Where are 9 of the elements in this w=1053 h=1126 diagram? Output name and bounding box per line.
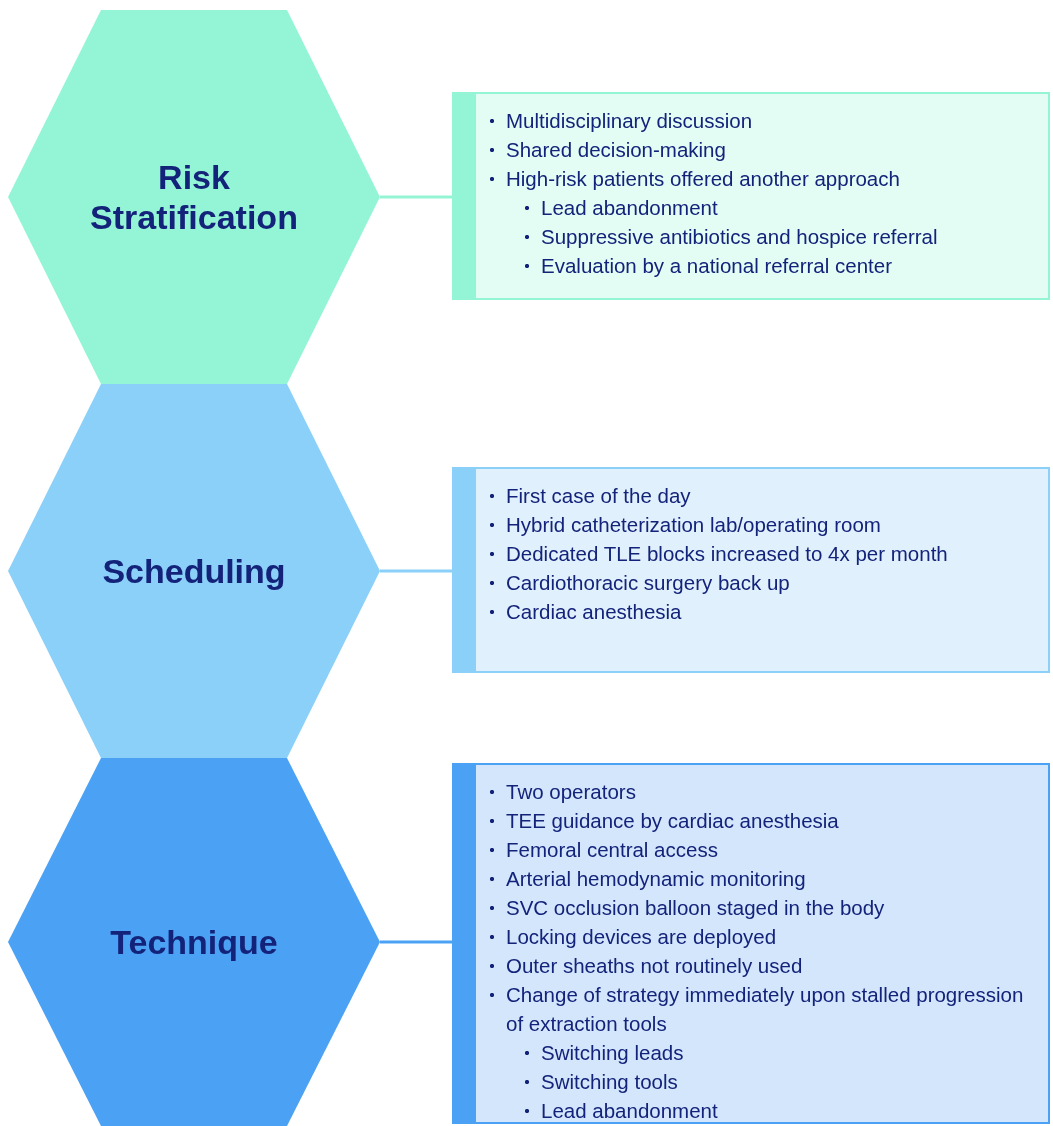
connector-line [380,940,452,944]
stage-title: Risk Stratification [89,157,299,237]
stage-title: Technique [109,922,279,962]
connector-line [380,195,452,199]
info-panel [452,467,1050,673]
info-panel [452,763,1050,1124]
info-panel [452,92,1050,300]
connector-line [380,569,452,573]
stage-title: Scheduling [101,551,287,591]
